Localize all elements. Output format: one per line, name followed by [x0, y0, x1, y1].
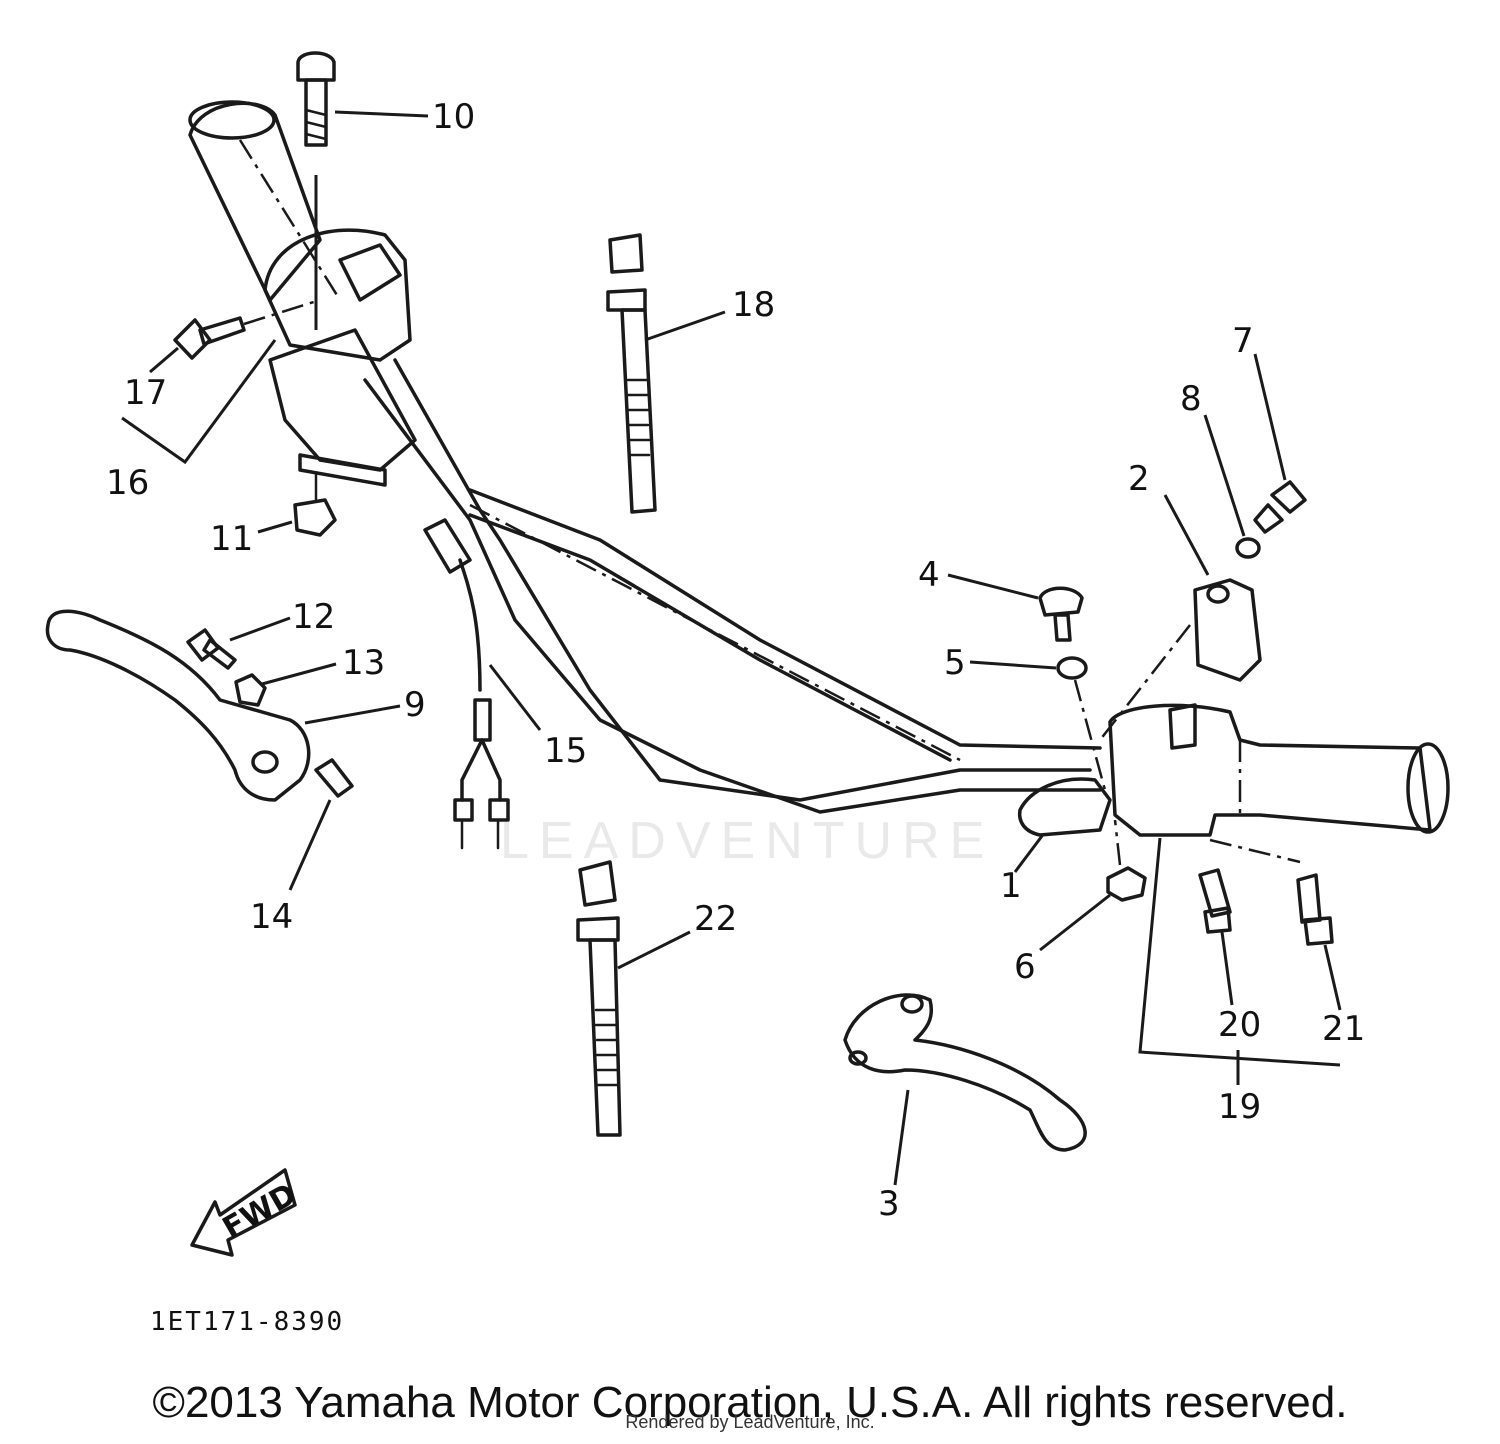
- cable-tie-18: [606, 233, 726, 514]
- callout-7: 7: [1232, 321, 1254, 361]
- screw-17: [149, 298, 321, 374]
- copyright-notice: ©2013 Yamaha Motor Corporation, U.S.A. A…: [152, 1378, 1348, 1427]
- callout-12: 12: [292, 597, 335, 637]
- washer-5: [969, 656, 1107, 791]
- callout-4: 4: [918, 555, 940, 595]
- callout-19: 19: [1218, 1087, 1261, 1127]
- bolt-12: [186, 616, 291, 670]
- bolt-7: [1253, 353, 1307, 534]
- watermark-text: LEADVENTURE: [500, 812, 994, 870]
- nut-13: [234, 662, 337, 707]
- callout-11: 11: [210, 519, 253, 559]
- rendered-by-notice: Rendered by LeadVenture, Inc.: [625, 1412, 875, 1432]
- bracket-2: [1099, 494, 1262, 741]
- nut-6: [1039, 819, 1147, 952]
- right-lever-3: [843, 993, 1087, 1186]
- callout-10: 10: [432, 97, 475, 137]
- switch-15: [423, 518, 542, 850]
- screw-21: [1209, 838, 1342, 1011]
- fwd-arrow: FWD: [190, 1168, 302, 1257]
- left-grip: [188, 100, 342, 302]
- left-lever-9: [45, 609, 401, 802]
- callout-22: 22: [694, 899, 737, 939]
- leader-19: [1138, 837, 1341, 1085]
- callout-14: 14: [250, 897, 293, 937]
- bolt-4: [947, 573, 1084, 642]
- screw-10: [296, 51, 429, 330]
- leader-16: [121, 339, 277, 465]
- callout-6: 6: [1014, 947, 1036, 987]
- callout-20: 20: [1218, 1005, 1261, 1045]
- callout-18: 18: [732, 285, 775, 325]
- callout-9: 9: [404, 685, 426, 725]
- pin-14: [288, 758, 354, 891]
- callout-5: 5: [944, 643, 966, 683]
- callout-13: 13: [342, 643, 385, 683]
- screw-20: [1198, 868, 1234, 1006]
- callout-21: 21: [1322, 1009, 1365, 1049]
- callout-3: 3: [878, 1184, 900, 1224]
- callout-labels: 1 2 3 4 5 6 7 8 9 10 11 12 13 14 15 16 1…: [106, 97, 1365, 1224]
- part-code: 1ET171-8390: [150, 1307, 344, 1337]
- callout-17: 17: [124, 373, 167, 413]
- nut-11: [257, 473, 337, 537]
- holder-1: [1013, 777, 1112, 873]
- washer-8: [1203, 414, 1261, 559]
- callout-8: 8: [1180, 379, 1202, 419]
- handlebar: [363, 358, 1102, 814]
- cable-tie-22: [576, 860, 691, 1137]
- callout-16: 16: [106, 463, 149, 503]
- right-grip: [1108, 703, 1450, 837]
- callout-2: 2: [1128, 459, 1150, 499]
- left-switch-assembly: [263, 228, 417, 487]
- callout-1: 1: [1000, 866, 1022, 906]
- callout-15: 15: [544, 731, 587, 771]
